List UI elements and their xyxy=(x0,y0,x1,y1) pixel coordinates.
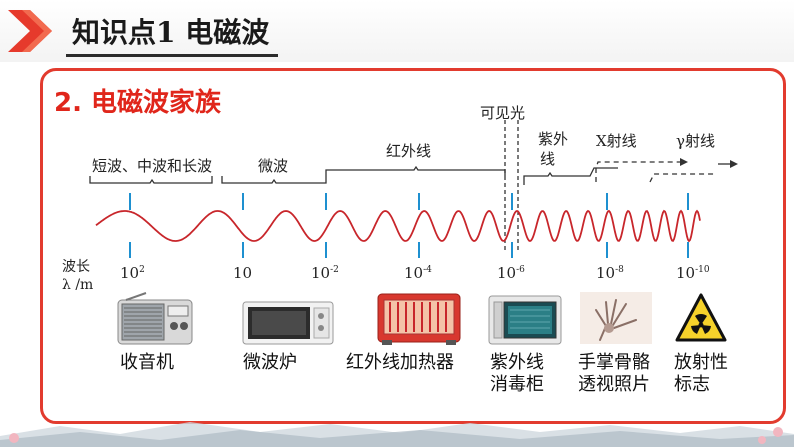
band-label-gamma: γ射线 xyxy=(676,130,715,151)
band-label-infrared: 红外线 xyxy=(386,140,431,161)
caption-radiation-sign-line1: 放射性 xyxy=(674,352,728,374)
caption-infrared-heater: 红外线加热器 xyxy=(346,352,454,374)
radiation-sign-icon xyxy=(675,292,727,344)
band-label-radio: 短波、中波和长波 xyxy=(92,155,212,176)
band-label-uv-1: 紫外 xyxy=(538,128,568,149)
tick-label-7: 10-10 xyxy=(676,264,710,282)
caption-uv-cabinet-line1: 紫外线 xyxy=(490,352,544,374)
caption-hand-xray-line1: 手掌骨骼 xyxy=(578,352,650,374)
axis-name-line1: 波长 xyxy=(62,258,93,276)
caption-microwave-line1: 微波炉 xyxy=(243,352,297,374)
wavelength-axis-name: 波长 λ /m xyxy=(62,258,93,294)
tick-label-6: 10-8 xyxy=(596,264,624,282)
infrared-heater-icon xyxy=(376,290,462,346)
axis-name-line2: λ /m xyxy=(62,276,93,294)
tick-label-5: 10-6 xyxy=(497,264,525,282)
tick-label-3: 10-2 xyxy=(311,264,339,282)
tick-label-4: 10-4 xyxy=(404,264,432,282)
band-label-uv-2: 线 xyxy=(540,148,555,169)
caption-uv-cabinet-line2: 消毒柜 xyxy=(490,374,544,396)
chevron-right-icon xyxy=(8,10,58,52)
tick-label-2: 10 xyxy=(233,264,252,282)
tick-label-1: 102 xyxy=(120,264,145,282)
caption-infrared-heater-line1: 红外线加热器 xyxy=(346,352,454,374)
caption-radiation-sign: 放射性 标志 xyxy=(674,352,728,396)
title-underline xyxy=(66,54,278,57)
caption-radio: 收音机 xyxy=(120,352,174,374)
caption-radio-line1: 收音机 xyxy=(120,352,174,374)
section-title: 2. 电磁波家族 xyxy=(54,82,221,119)
radio-icon xyxy=(116,292,194,346)
band-label-visible: 可见光 xyxy=(480,102,525,123)
band-label-xray: X射线 xyxy=(596,130,637,151)
caption-uv-cabinet: 紫外线 消毒柜 xyxy=(490,352,544,396)
mountain-decoration xyxy=(0,418,794,447)
caption-hand-xray: 手掌骨骼 透视照片 xyxy=(578,352,650,396)
caption-hand-xray-line2: 透视照片 xyxy=(578,374,650,396)
hand-xray-icon xyxy=(580,292,652,344)
band-label-microwave: 微波 xyxy=(258,155,288,176)
uv-cabinet-icon xyxy=(488,294,562,346)
microwave-oven-icon xyxy=(242,300,334,346)
caption-microwave: 微波炉 xyxy=(243,352,297,374)
page-title: 知识点1 电磁波 xyxy=(66,12,283,54)
caption-radiation-sign-line2: 标志 xyxy=(674,374,728,396)
